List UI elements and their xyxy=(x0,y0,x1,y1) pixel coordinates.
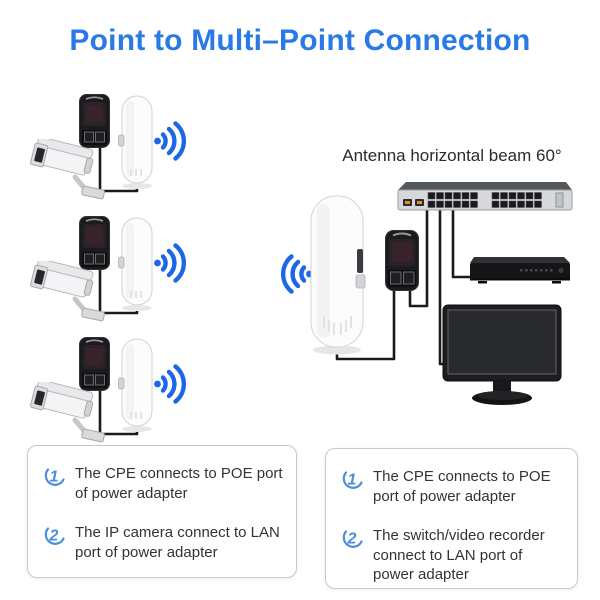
note-item: 1 The CPE connects to POE port of power … xyxy=(41,463,286,503)
step-1-icon: 1 xyxy=(342,471,363,489)
svg-text:2: 2 xyxy=(49,528,59,545)
cpe-main-icon xyxy=(310,195,366,355)
camera-group-2 xyxy=(22,215,192,335)
note-item: 2 The switch/video recorder connect to L… xyxy=(339,525,567,585)
cctv-camera-icon xyxy=(30,139,105,200)
poe-adapter-main-icon xyxy=(385,230,419,291)
poe-adapter-icon xyxy=(79,94,110,148)
note-text: The CPE connects to POE port of power ad… xyxy=(373,468,551,505)
step-2-icon: 2 xyxy=(342,530,363,548)
wifi-signal-icon xyxy=(154,121,186,161)
note-text: The CPE connects to POE port of power ad… xyxy=(75,465,283,502)
notes-right-box: 1 The CPE connects to POE port of power … xyxy=(325,448,578,589)
cctv-camera-icon xyxy=(30,261,105,322)
poe-adapter-icon xyxy=(79,216,110,270)
page-title: Point to Multi–Point Connection xyxy=(69,24,531,57)
svg-text:2: 2 xyxy=(347,531,357,548)
camera-group-3 xyxy=(22,336,192,456)
note-item: 2 The IP camera connect to LAN port of p… xyxy=(41,522,286,562)
svg-text:1: 1 xyxy=(50,469,59,486)
note-text: The switch/video recorder connect to LAN… xyxy=(373,527,545,583)
cpe-icon xyxy=(118,338,153,432)
cctv-camera-icon xyxy=(30,382,105,443)
step-1-icon: 1 xyxy=(44,468,65,486)
svg-text:1: 1 xyxy=(348,472,357,489)
cpe-icon xyxy=(118,217,153,311)
cpe-icon xyxy=(118,95,153,189)
wifi-signal-icon xyxy=(154,364,186,404)
note-text: The IP camera connect to LAN port of pow… xyxy=(75,524,280,561)
network-switch-icon xyxy=(397,182,573,211)
step-2-icon: 2 xyxy=(44,527,65,545)
wifi-signal-icon xyxy=(154,243,186,283)
monitor-icon xyxy=(442,304,562,405)
antenna-beam-label: Antenna horizontal beam 60° xyxy=(342,146,562,165)
camera-group-1 xyxy=(22,93,192,213)
poe-adapter-icon xyxy=(79,337,110,391)
video-recorder-icon xyxy=(470,257,570,284)
notes-left-box: 1 The CPE connects to POE port of power … xyxy=(27,445,297,578)
note-item: 1 The CPE connects to POE port of power … xyxy=(339,466,567,506)
